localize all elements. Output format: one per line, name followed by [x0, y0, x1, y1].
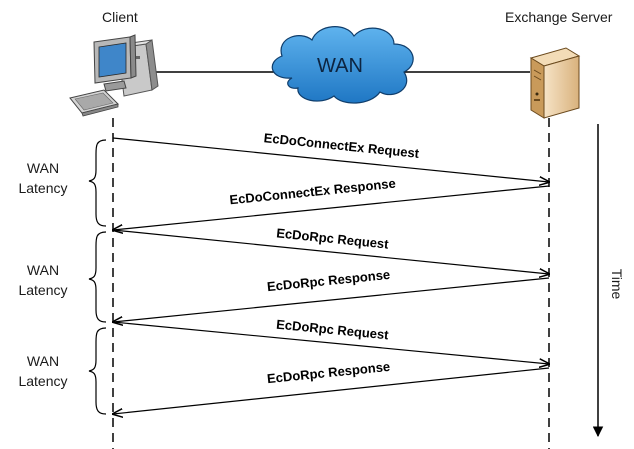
latency-label-2-line2: Latency — [18, 282, 68, 298]
message-arrow-2 — [113, 185, 550, 230]
client-label: Client — [102, 9, 138, 25]
latency-label-3: WAN Latency — [8, 351, 78, 391]
latency-label-3-line1: WAN — [26, 353, 60, 369]
message-label-2: EcDoConnectEx Response — [229, 176, 397, 208]
latency-label-2: WAN Latency — [8, 260, 78, 300]
latency-label-3-line2: Latency — [18, 373, 68, 389]
message-arrow-3 — [112, 229, 549, 274]
message-label-5: EcDoRpc Request — [276, 317, 390, 343]
message-label-4: EcDoRpc Response — [266, 267, 390, 294]
message-label-6: EcDoRpc Response — [266, 359, 390, 386]
latency-brace-1 — [88, 139, 107, 227]
computer-icon — [69, 34, 159, 117]
latency-label-1-line2: Latency — [18, 180, 68, 196]
wan-label: WAN — [317, 55, 363, 77]
message-arrow-4 — [113, 277, 550, 322]
latency-label-1-line1: WAN — [26, 160, 60, 176]
wan-cloud-icon: WAN — [271, 26, 414, 104]
latency-brace-2 — [88, 231, 107, 323]
latency-label-1: WAN Latency — [8, 158, 78, 198]
message-arrow-6 — [113, 367, 550, 414]
message-label-1: EcDoConnectEx Request — [263, 130, 420, 161]
server-label: Exchange Server — [505, 9, 613, 25]
latency-label-2-line1: WAN — [26, 262, 60, 278]
server-icon — [529, 47, 581, 119]
message-arrow-5 — [112, 321, 549, 364]
time-axis-label: Time — [609, 269, 625, 300]
message-arrow-1 — [112, 137, 549, 182]
latency-brace-3 — [88, 327, 107, 415]
